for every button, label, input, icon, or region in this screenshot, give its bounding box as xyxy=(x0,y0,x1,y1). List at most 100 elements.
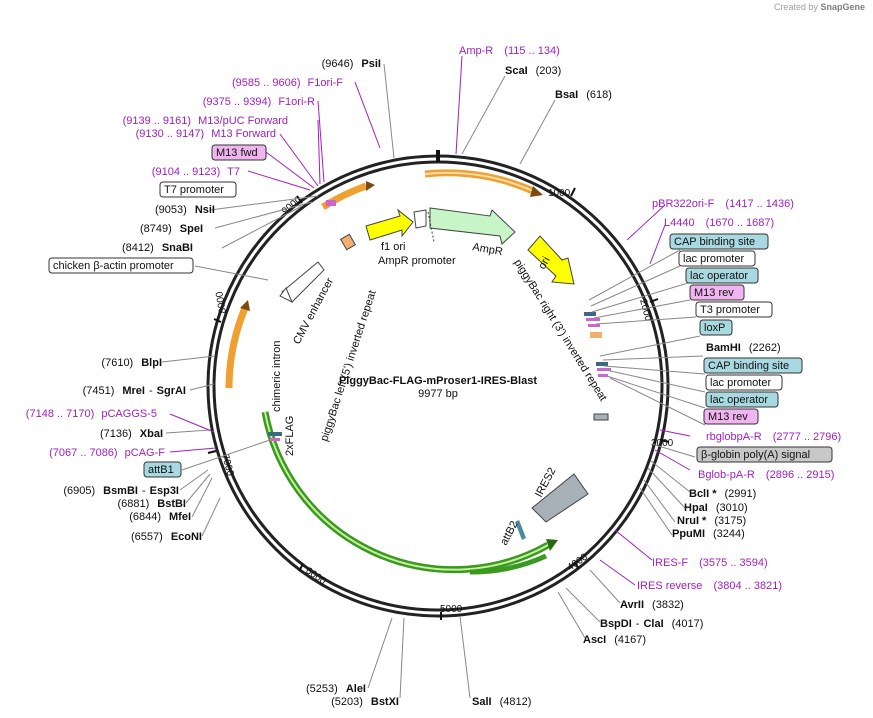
svg-text:ScaI(203): ScaI(203) xyxy=(505,65,561,77)
enzyme-clai: ClaI xyxy=(643,618,663,630)
primer-m13puc-name: M13/pUC Forward xyxy=(198,115,288,127)
box-m13-rev-1: M13 rev xyxy=(694,287,734,299)
m13-feature-3 xyxy=(597,368,611,371)
orange-arc-top-inner xyxy=(424,171,534,192)
ori-arrow xyxy=(527,235,575,285)
svg-text:(8412)SnaBI: (8412)SnaBI xyxy=(122,242,193,254)
primer-f1orif-pos: (9585 .. 9606) xyxy=(232,77,301,89)
primer-m13puc-pos: (9139 .. 9161) xyxy=(123,115,192,127)
plasmid-length: 9977 bp xyxy=(418,388,458,400)
feature-ampr: AmpR xyxy=(471,241,503,258)
m13-feature-1 xyxy=(586,318,600,321)
primer-pcagf-pos: (7067 .. 7086) xyxy=(49,447,118,459)
svg-text:L4440 (1670 .. 1687): L4440 (1670 .. 1687) xyxy=(664,217,774,229)
feature-attb2: attB2 xyxy=(498,519,521,547)
piggybac-left-box xyxy=(339,233,357,251)
enzyme-nrui: NruI * xyxy=(677,515,707,527)
enzyme-mrei: MreI xyxy=(122,385,145,397)
box-chicken-actin-promoter: chicken β-actin promoter xyxy=(53,260,174,272)
primer-t7-name: T7 xyxy=(227,166,240,178)
svg-text:NruI *(3175): NruI *(3175) xyxy=(677,515,746,527)
box-lac-promoter-1: lac promoter xyxy=(683,253,744,265)
feature-ori: ori xyxy=(536,255,553,272)
ampr-marker xyxy=(427,211,435,243)
primer-f1orir-name: F1ori-R xyxy=(278,96,315,108)
svg-text:BsaI(618): BsaI(618) xyxy=(555,89,612,101)
primer-t7-pos: (9104 .. 9123) xyxy=(152,166,221,178)
tick-marks xyxy=(207,187,670,620)
enzyme-blpi: BlpI xyxy=(141,357,162,369)
m13-feature-4 xyxy=(598,374,608,377)
leader-lines-left xyxy=(161,63,405,699)
primer-bglob-pos: (2896 .. 2915) xyxy=(766,469,835,481)
credit-prefix: Created by xyxy=(773,2,818,12)
enzyme-ppumi: PpuMI xyxy=(672,528,705,540)
primer-iresf-pos: (3575 .. 3594) xyxy=(699,557,768,569)
ampr-promoter-box xyxy=(413,209,427,229)
ires2-block xyxy=(531,473,589,523)
enzyme-spei: SpeI xyxy=(180,223,203,235)
svg-text:Amp-R (115 .. 134): Amp-R (115 .. 134) xyxy=(459,45,560,57)
svg-text:(6881)BstBI: (6881)BstBI xyxy=(117,498,186,510)
svg-text:BclI *(2991): BclI *(2991) xyxy=(689,488,756,500)
svg-text:HpaI(3010): HpaI(3010) xyxy=(684,502,748,514)
svg-text:IRES-F (3575 .. 3594): IRES-F (3575 .. 3594) xyxy=(652,557,768,569)
lac-feature-2 xyxy=(596,362,608,366)
svg-text:IRES reverse (3804 .. 3821): IRES reverse (3804 .. 3821) xyxy=(637,580,782,592)
enzyme-bsai: BsaI xyxy=(555,89,578,101)
t7-feature xyxy=(326,200,336,206)
box-cap-binding-site-1: CAP binding site xyxy=(674,236,755,248)
orange-arc-left-head xyxy=(240,300,250,311)
enzyme-econi: EcoNI xyxy=(171,531,202,543)
box-m13-fwd: M13 fwd xyxy=(216,147,258,159)
enzyme-asci: AscI xyxy=(583,634,606,646)
primer-pbr322-name: pBR322ori-F xyxy=(652,198,715,210)
enzyme-snabi: SnaBI xyxy=(162,242,193,254)
feature-chimeric-intron: chimeric intron xyxy=(271,340,283,412)
globin-feature xyxy=(593,413,609,421)
box-t7-promoter: T7 promoter xyxy=(164,184,224,196)
orange-arc-left-top xyxy=(321,182,368,210)
tick-1000: 1000 xyxy=(548,188,571,199)
enzyme-bstxi: BstXI xyxy=(371,696,399,708)
svg-text:(7067 .. 7086) pCAG-F: (7067 .. 7086) pCAG-F xyxy=(49,447,165,459)
svg-text:(7451)MreI-SgrAI: (7451)MreI-SgrAI xyxy=(83,385,186,397)
box-cap-binding-site-2: CAP binding site xyxy=(708,360,789,372)
svg-text:(8749)SpeI: (8749)SpeI xyxy=(140,223,203,235)
box-lac-operator-2: lac operator xyxy=(710,394,768,406)
leader-lines-right xyxy=(459,75,706,699)
enzyme-psii: PsiI xyxy=(361,58,381,70)
primer-l4440-pos: (1670 .. 1687) xyxy=(706,217,775,229)
primer-labels-right: Amp-R (115 .. 134) pBR322ori-F (1417 .. … xyxy=(459,45,841,592)
lac-feature-1 xyxy=(584,312,596,316)
orange-arc-top-head xyxy=(530,186,543,197)
tick-9000: 9000 xyxy=(280,194,304,217)
primer-iresrev-name: IRES reverse xyxy=(637,580,702,592)
svg-text:(6557)EcoNI: (6557)EcoNI xyxy=(131,531,202,543)
box-loxp: loxP xyxy=(704,322,725,334)
enzyme-bcli: BclI * xyxy=(689,488,717,500)
primer-rbglobpa-name: rbglobpA-R xyxy=(706,431,762,443)
plasmid-name: PiggyBac-FLAG-mProser1-IRES-Blast xyxy=(339,375,537,387)
enzyme-esp3i: Esp3I xyxy=(150,485,179,497)
enzyme-bstbi: BstBI xyxy=(157,498,186,510)
loxp-feature xyxy=(590,332,602,338)
primer-pbr322-pos: (1417 .. 1436) xyxy=(725,198,794,210)
box-attb1: attB1 xyxy=(148,464,174,476)
enzyme-bamhi: BamHI xyxy=(706,342,741,354)
enzyme-labels-left: (9646)PsiI (9053)NsiI (8749)SpeI (8412)S… xyxy=(63,58,399,708)
tick-8000: 8000 xyxy=(214,290,229,314)
svg-text:(9130 .. 9147) M13 Forward: (9130 .. 9147) M13 Forward xyxy=(136,128,276,140)
tick-5000: 5000 xyxy=(440,604,463,615)
primer-m13fwd-pos: (9130 .. 9147) xyxy=(136,128,205,140)
primer-ampr-pos: (115 .. 134) xyxy=(504,45,559,57)
svg-text:(9375 .. 9394) F1ori-R: (9375 .. 9394) F1ori-R xyxy=(203,96,315,108)
snapgene-credit: Created by SnapGene xyxy=(774,2,865,12)
primer-pcaggs-name: pCAGGS-5 xyxy=(101,408,157,420)
svg-text:(9104 .. 9123) T7: (9104 .. 9123) T7 xyxy=(152,166,240,178)
svg-text:AscI(4167): AscI(4167) xyxy=(583,634,646,646)
svg-text:(5253)AleI: (5253)AleI xyxy=(306,683,366,695)
feature-f1-ori: f1 ori xyxy=(381,241,405,253)
feature-boxes: M13 fwd T7 promoter chicken β-actin prom… xyxy=(48,144,833,478)
